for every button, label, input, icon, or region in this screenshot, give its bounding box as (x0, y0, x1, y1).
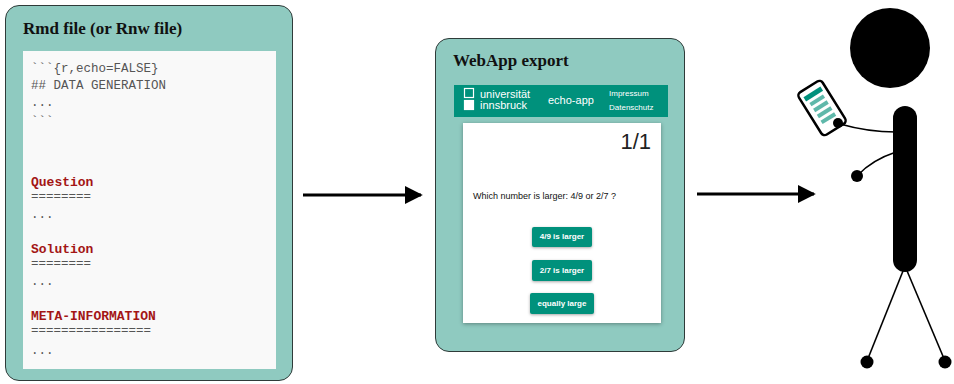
app-name: echo-app (548, 94, 594, 107)
nav-link: Datenschutz (609, 103, 653, 113)
app-header-bar: universität innsbruck echo-app ImpressumDa… (454, 85, 668, 117)
code-line: ```{r,echo=FALSE} (31, 62, 159, 77)
panel-title: WebApp export (453, 51, 569, 71)
phone-body (797, 79, 847, 136)
smartphone (797, 79, 847, 136)
code-line: ... (31, 96, 54, 111)
button-label: 4/9 is larger (540, 232, 584, 242)
figure-arm (858, 152, 896, 175)
flow-arrow (303, 194, 421, 197)
section-heading: Question (31, 175, 93, 191)
section-heading: META-INFORMATION (31, 309, 156, 325)
webapp-panel: universität innsbruck echo-app ImpressumDa… (435, 38, 685, 352)
answer-button: 4/9 is larger (532, 227, 592, 247)
figure-leg (905, 266, 945, 361)
code-line: ``` (31, 115, 54, 130)
figure-head (850, 8, 930, 88)
question-text: Which number is larger: 4/9 or 2/7 ? (473, 191, 616, 202)
code-line: ================ (31, 324, 151, 339)
section-heading: Solution (31, 242, 93, 258)
code-line: ======== (31, 257, 91, 272)
flow-arrow (697, 193, 814, 196)
button-label: equally large (538, 299, 587, 309)
question-card: 4/9 is larger 2/7 is larger equally large 1… (463, 123, 661, 323)
panel-title: Rmd file (or Rnw file) (23, 19, 182, 39)
answer-button: equally large (530, 293, 595, 314)
page-counter: 1/1 (620, 129, 651, 155)
source-file-panel: ```{r,echo=FALSE} ## DATA GENERATION... ``… (5, 5, 293, 381)
code-line: ... (31, 344, 54, 359)
figure-hand (851, 170, 863, 182)
logo-icon (465, 101, 474, 110)
figure-foot (939, 356, 952, 369)
logo-text: universität innsbruck (480, 89, 542, 111)
code-line: ======== (31, 190, 91, 205)
code-line: ... (31, 275, 54, 290)
figure-leg (867, 266, 905, 361)
logo-icon (465, 89, 474, 98)
code-line: ... (31, 208, 54, 223)
figure-hand (833, 118, 843, 128)
code-line: ## DATA GENERATION (31, 79, 166, 94)
figure-body (893, 106, 917, 272)
figure-foot (861, 356, 874, 369)
connector-layer (303, 195, 421, 196)
answer-button: 2/7 is larger (532, 260, 592, 281)
code-listing: ```{r,echo=FALSE} ## DATA GENERATION... ``… (23, 51, 276, 369)
nav-link: Impressum (609, 89, 649, 99)
button-label: 2/7 is larger (540, 266, 584, 276)
stick-figure (797, 8, 952, 369)
figure-arm (840, 124, 896, 132)
